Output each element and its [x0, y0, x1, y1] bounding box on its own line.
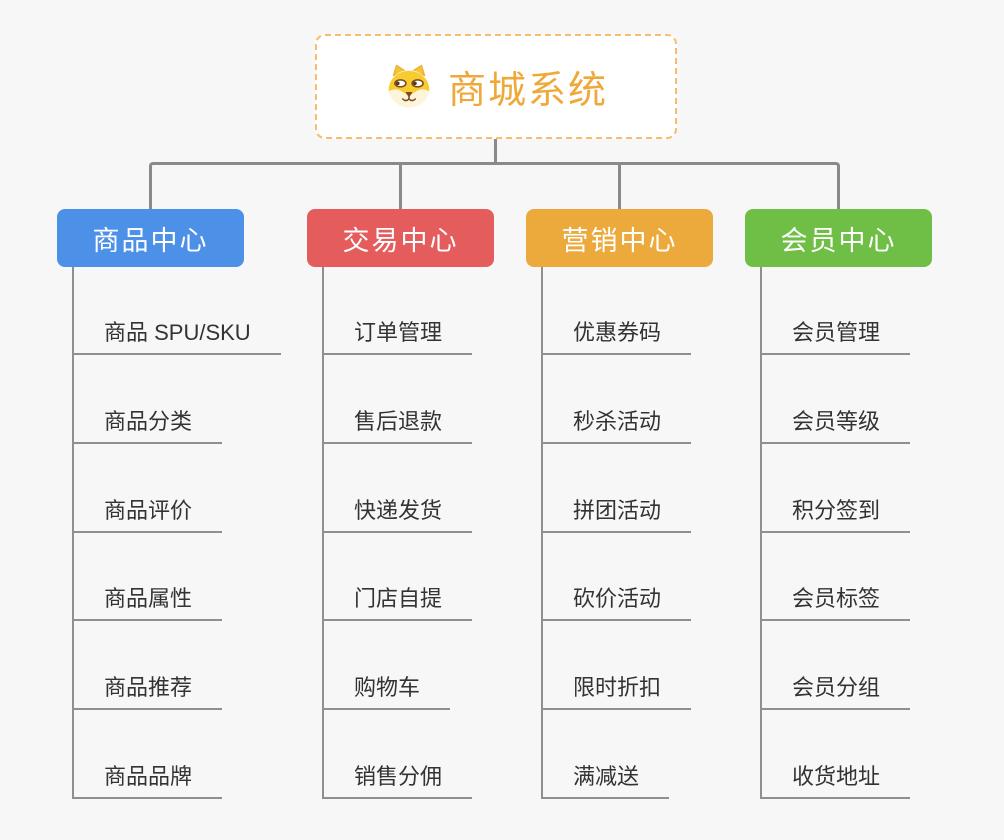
leaf-node[interactable]: 优惠券码	[541, 319, 692, 355]
connector-drop-icon	[399, 164, 402, 209]
connector-root-stub	[494, 139, 497, 165]
branch-trunk-line	[72, 267, 74, 799]
dog-face-icon	[384, 63, 434, 110]
leaf-node[interactable]: 快递发货	[322, 497, 473, 533]
leaf-node[interactable]: 商品 SPU/SKU	[72, 319, 281, 355]
leaf-node[interactable]: 会员等级	[760, 408, 911, 444]
branch-node-2[interactable]: 交易中心	[307, 209, 494, 267]
branch-node-1[interactable]: 商品中心	[57, 209, 244, 267]
leaf-node[interactable]: 会员标签	[760, 585, 911, 621]
leaf-node[interactable]: 售后退款	[322, 408, 473, 444]
branch-label: 营销中心	[561, 225, 678, 256]
branch-trunk-line	[541, 267, 543, 799]
leaf-node[interactable]: 积分签到	[760, 497, 911, 533]
branch-trunk-line	[760, 267, 762, 799]
branch-label: 交易中心	[342, 225, 459, 256]
root-node[interactable]: 商城系统	[315, 34, 677, 139]
leaf-node[interactable]: 会员管理	[760, 319, 911, 355]
connector-horizontal	[149, 162, 840, 209]
leaf-node[interactable]: 砍价活动	[541, 585, 692, 621]
leaf-node[interactable]: 商品品牌	[72, 763, 223, 799]
branch-label: 商品中心	[92, 225, 209, 256]
leaf-node[interactable]: 满减送	[541, 763, 670, 799]
branch-node-3[interactable]: 营销中心	[526, 209, 713, 267]
leaf-node[interactable]: 购物车	[322, 674, 451, 710]
leaf-node[interactable]: 秒杀活动	[541, 408, 692, 444]
leaf-node[interactable]: 门店自提	[322, 585, 473, 621]
leaf-node[interactable]: 收货地址	[760, 763, 911, 799]
leaf-node[interactable]: 商品属性	[72, 585, 223, 621]
leaf-node[interactable]: 商品分类	[72, 408, 223, 444]
connector-drop-icon	[618, 164, 621, 209]
root-title: 商城系统	[447, 70, 608, 112]
branch-node-4[interactable]: 会员中心	[745, 209, 932, 267]
leaf-node[interactable]: 订单管理	[322, 319, 473, 355]
branch-trunk-line	[322, 267, 324, 799]
leaf-node[interactable]: 会员分组	[760, 674, 911, 710]
leaf-node[interactable]: 拼团活动	[541, 497, 692, 533]
leaf-node[interactable]: 销售分佣	[322, 763, 473, 799]
branch-label: 会员中心	[780, 225, 897, 256]
leaf-node[interactable]: 商品评价	[72, 497, 223, 533]
leaf-node[interactable]: 商品推荐	[72, 674, 223, 710]
leaf-node[interactable]: 限时折扣	[541, 674, 692, 710]
